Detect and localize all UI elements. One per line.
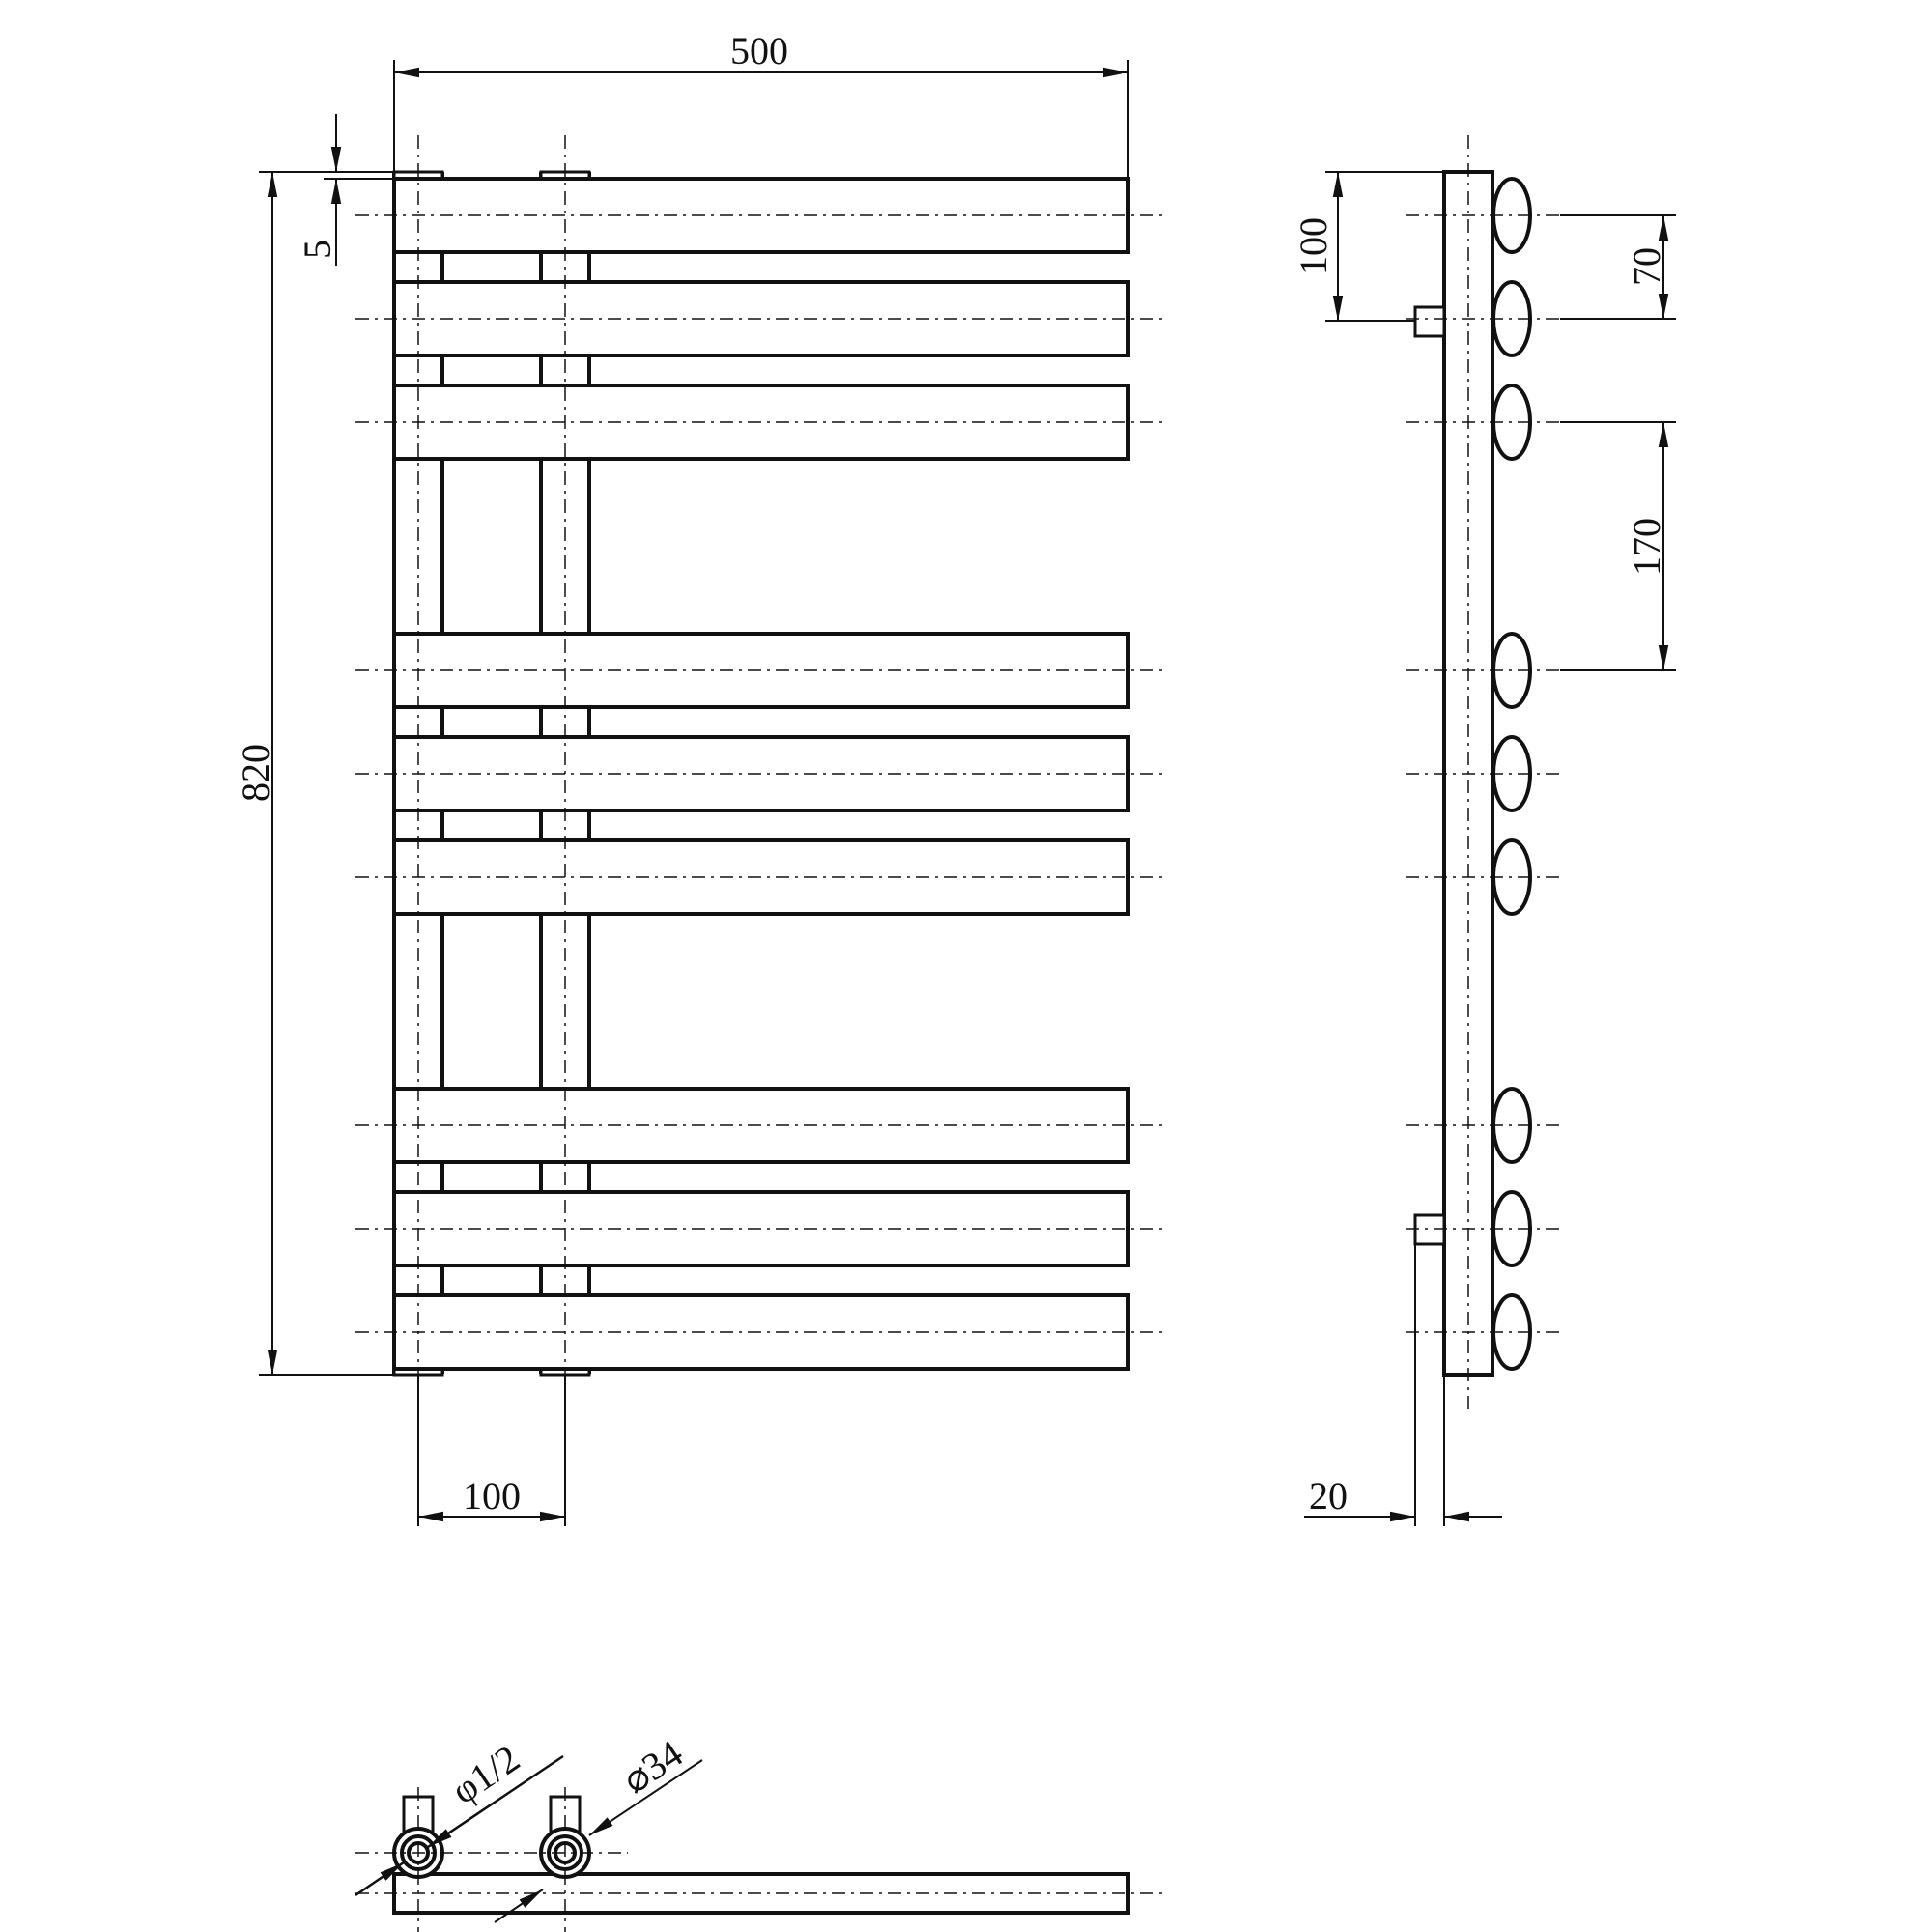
tube-diameter-label: ⌀34 <box>614 1731 690 1802</box>
inlet-stub-bottom <box>1413 1213 1446 1246</box>
wall-offset-label: 20 <box>1309 1474 1348 1518</box>
dimension-height <box>259 171 394 1376</box>
dimension-top-offset <box>324 114 394 266</box>
inlet-offset-label: 100 <box>1292 217 1335 275</box>
pitch-label: 70 <box>1625 247 1668 286</box>
tube-spacing-label: 100 <box>463 1474 521 1518</box>
gap-label: 170 <box>1625 518 1668 576</box>
leader-thread <box>355 1754 564 1897</box>
dimension-wall-offset <box>1304 1244 1502 1526</box>
top-offset-label: 5 <box>296 240 339 259</box>
leader-tube-diameter <box>494 1759 703 1923</box>
width-label: 500 <box>730 29 788 72</box>
dimension-inlet-offset <box>1325 171 1444 322</box>
bottom-center-lines <box>355 1787 1164 1932</box>
height-label: 820 <box>234 744 277 802</box>
side-view: 100 70 170 20 <box>1292 135 1676 1526</box>
front-view: 500 820 5 100 <box>234 29 1164 1526</box>
dimension-pitch <box>1560 214 1676 320</box>
thread-label: φ1/2 <box>443 1736 527 1812</box>
dimension-tube-spacing <box>417 1375 566 1526</box>
bottom-view: φ1/2 ⌀34 <box>355 1731 1164 1932</box>
dimension-gap <box>1560 421 1676 671</box>
side-center-lines <box>1406 135 1565 1412</box>
inlet-stub-top <box>1413 305 1446 338</box>
dimension-width <box>393 60 1129 179</box>
center-lines <box>355 135 1164 1410</box>
